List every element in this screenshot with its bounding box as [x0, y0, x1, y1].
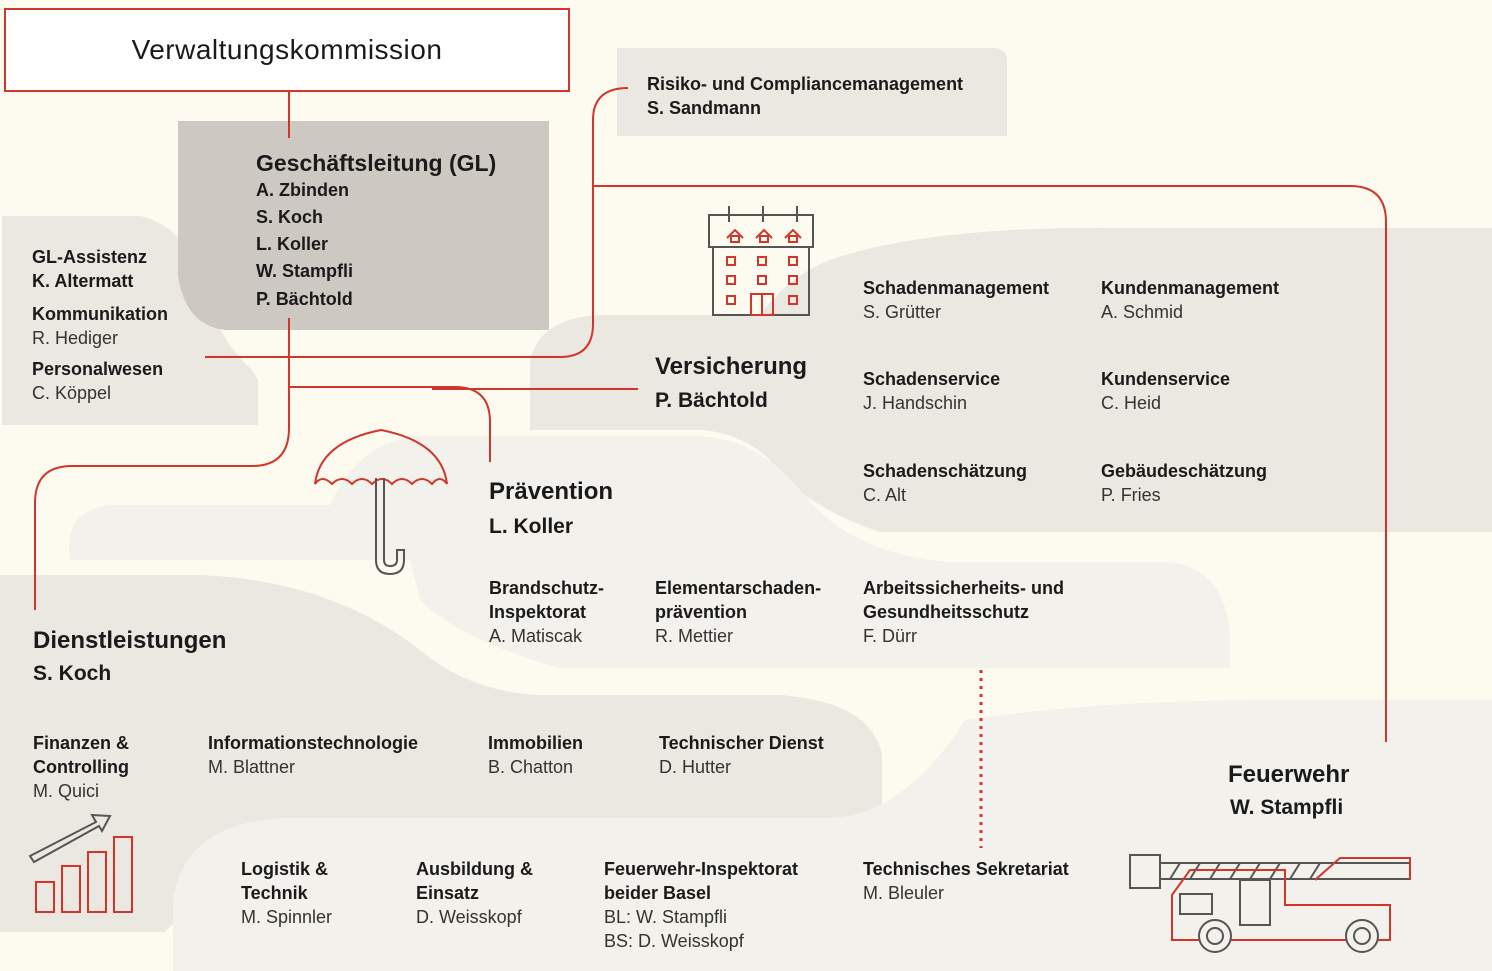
unit-title: Kundenmanagement: [1101, 278, 1280, 298]
unit-dienstleistungen-4: Technischer Dienst D. Hutter: [659, 733, 824, 777]
line-dienstleistungen: [34, 427, 290, 610]
staff-person: K. Altermatt: [32, 271, 134, 291]
unit-title: Schadenservice: [863, 369, 1001, 389]
line-praevention: [289, 386, 491, 462]
staff-title: Kommunikation: [32, 304, 169, 324]
unit-title: Kundenservice: [1101, 369, 1231, 389]
staff-title: Personalwesen: [32, 359, 164, 379]
fire-truck-icon: [1129, 854, 1411, 953]
dienstleistungen-head: S. Koch: [33, 662, 112, 685]
risk-title: Risiko- und Compliancemanagement: [647, 74, 964, 94]
versicherung-title: Versicherung: [655, 353, 808, 380]
bar-chart-icon: [28, 813, 133, 913]
unit-title: Schadenmanagement: [863, 278, 1050, 298]
dienstleistungen-title: Dienstleistungen: [33, 627, 227, 654]
region-feuerwehr: [173, 700, 1492, 971]
connector-lines: [34, 87, 1387, 742]
unit-person: C. Alt: [863, 485, 907, 505]
building-icon: [708, 206, 814, 316]
unit-title: Schadenschätzung: [863, 461, 1028, 481]
gl-title: Geschäftsleitung (GL): [256, 150, 497, 176]
unit-person: A. Schmid: [1101, 302, 1184, 322]
region-gl: [178, 121, 549, 330]
feuerwehr-head: W. Stampfli: [1230, 796, 1344, 819]
staff-person: C. Köppel: [32, 383, 112, 403]
unit-dienstleistungen-2: Informationstechnologie M. Blattner: [208, 733, 419, 777]
umbrella-icon: [314, 428, 448, 576]
board-title: Verwaltungskommission: [4, 8, 570, 92]
unit-feuerwehr-2: Ausbildung & Einsatz D. Weisskopf: [416, 859, 533, 927]
staff-person: R. Hediger: [32, 328, 119, 348]
risk-person: S. Sandmann: [647, 98, 762, 118]
gl-member: A. Zbinden: [256, 180, 349, 200]
unit-dienstleistungen-3: Immobilien B. Chatton: [488, 733, 584, 777]
gl-member: S. Koch: [256, 207, 324, 227]
unit-person: S. Grütter: [863, 302, 942, 322]
unit-praevention-2: Elementarschaden- prävention R. Mettier: [655, 578, 822, 646]
unit-praevention-1: Brandschutz- Inspektorat A. Matiscak: [489, 578, 605, 646]
praevention-title: Prävention: [489, 478, 614, 505]
unit-person: J. Handschin: [863, 393, 968, 413]
region-versicherung: [530, 227, 1492, 532]
line-staff-risk: [205, 87, 629, 358]
praevention-head: L. Koller: [489, 515, 574, 538]
versicherung-head: P. Bächtold: [655, 389, 768, 412]
gl-member: L. Koller: [256, 234, 329, 254]
unit-feuerwehr-4: Technisches Sekretariat M. Bleuler: [863, 859, 1069, 903]
unit-dienstleistungen-1: Finanzen & Controlling M. Quici: [33, 733, 130, 801]
unit-person: P. Fries: [1101, 485, 1161, 505]
gl-member: P. Bächtold: [256, 289, 353, 309]
unit-title: Gebäudeschätzung: [1101, 461, 1268, 481]
unit-feuerwehr-3: Feuerwehr-Inspektorat beider Basel BL: W…: [604, 859, 799, 951]
region-risk: [617, 48, 1007, 136]
unit-person: C. Heid: [1101, 393, 1162, 413]
unit-praevention-3: Arbeitssicherheits- und Gesundheitsschut…: [863, 578, 1065, 646]
unit-feuerwehr-1: Logistik & Technik M. Spinnler: [241, 859, 333, 927]
line-feuerwehr: [593, 185, 1387, 742]
region-praevention: [68, 436, 1230, 668]
staff-title: GL-Assistenz: [32, 247, 148, 267]
feuerwehr-title: Feuerwehr: [1228, 761, 1350, 788]
gl-member: W. Stampfli: [256, 261, 354, 281]
